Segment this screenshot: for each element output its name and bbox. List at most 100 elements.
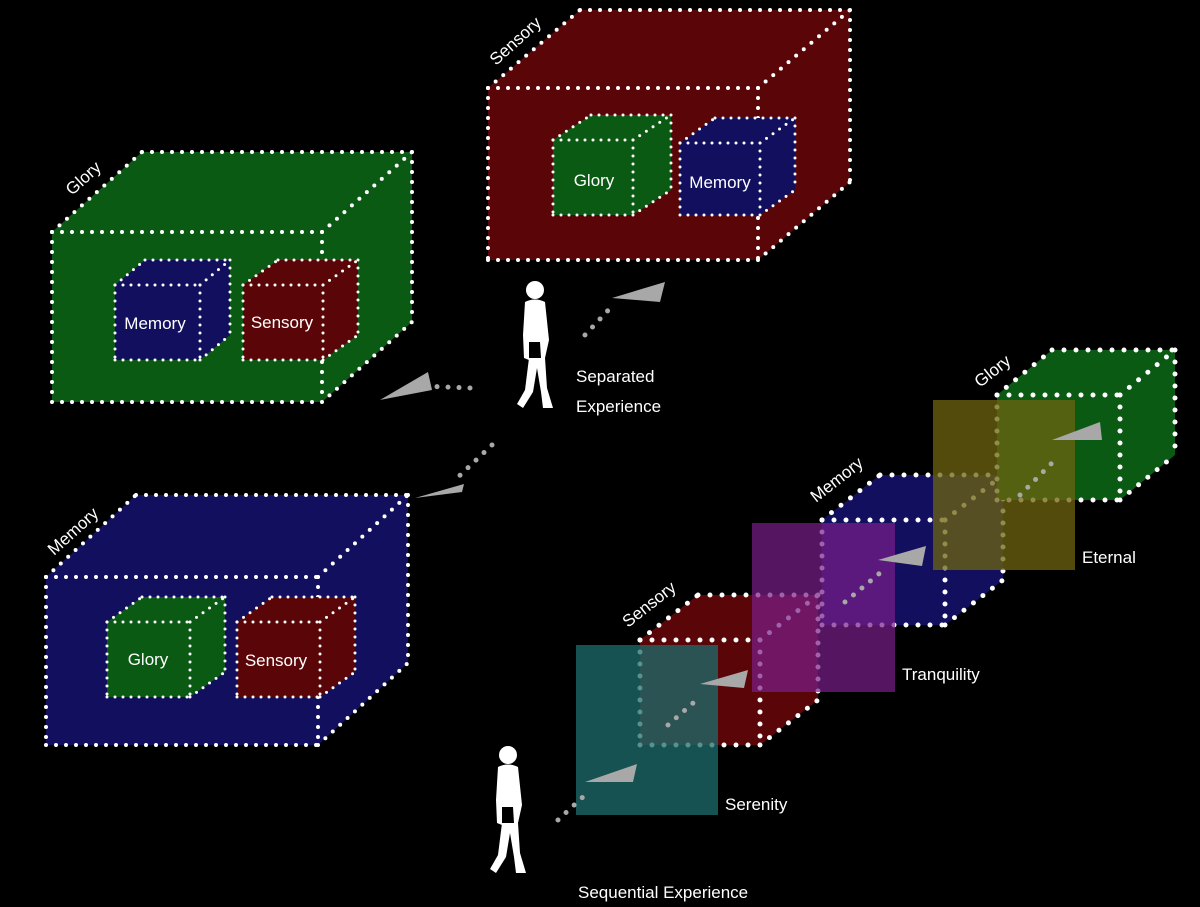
cube-side-face — [200, 260, 230, 360]
inner-cube-sensory — [241, 258, 360, 362]
arrow-head-icon — [380, 372, 432, 400]
dotted-edge — [637, 592, 701, 643]
cube-top-face — [237, 597, 355, 622]
dotted-edge — [631, 188, 673, 217]
cube-top-face — [997, 350, 1175, 395]
dotted-edge — [44, 493, 138, 579]
head — [526, 281, 544, 299]
arrow-head-icon — [612, 282, 665, 302]
cube-side-face — [760, 118, 795, 215]
inner-cube-memory — [113, 258, 232, 362]
dotted-edge — [105, 595, 144, 624]
person-icon — [517, 281, 553, 408]
dotted-edge — [757, 697, 821, 748]
dotted-edge — [188, 595, 227, 624]
cube-front-face — [107, 622, 190, 697]
panel-label-tranquility: Tranquility — [902, 665, 980, 684]
arrow-to-tranquility — [665, 670, 748, 728]
panel-eternal — [933, 400, 1075, 570]
panel-serenity — [576, 645, 718, 815]
arrow-to-sensory — [582, 282, 665, 338]
arrow-head-icon — [878, 546, 926, 566]
inner-cube-glory — [105, 595, 227, 699]
cube-side-face — [1120, 350, 1175, 500]
dotted-edge — [198, 333, 232, 362]
inner-label-memory: Memory — [689, 173, 751, 192]
arrow-head-icon — [700, 670, 748, 688]
dotted-edge — [316, 661, 410, 747]
arrow-dotted-line — [665, 694, 703, 728]
dotted-edge — [113, 258, 147, 287]
dotted-edge — [1117, 452, 1178, 503]
dotted-edge — [756, 8, 852, 90]
cube-label-glory: Glory — [971, 351, 1015, 391]
dotted-edge — [318, 670, 357, 699]
inner-cube-glory — [551, 113, 673, 217]
dotted-edge — [321, 258, 360, 287]
arrow-head-icon — [415, 484, 464, 498]
dotted-edge — [188, 670, 227, 699]
dotted-edge — [321, 333, 360, 362]
inner-label-glory: Glory — [128, 650, 169, 669]
cube-top-face — [107, 597, 225, 622]
caption-sequential: Sequential Experience — [578, 883, 748, 902]
torso — [496, 764, 522, 825]
panel-label-serenity: Serenity — [725, 795, 788, 814]
cube-front-face — [115, 285, 200, 360]
dotted-edge — [316, 493, 410, 579]
arrow-to-glory — [380, 372, 473, 400]
dotted-edge — [819, 472, 883, 523]
panel-label-eternal: Eternal — [1082, 548, 1136, 567]
cube-top-face — [680, 118, 795, 143]
arrow-dotted-line — [842, 570, 883, 605]
dotted-edge — [320, 320, 414, 404]
panel-tranquility — [752, 523, 895, 692]
dotted-edge — [486, 8, 582, 90]
dotted-edge — [551, 113, 593, 142]
dotted-edge — [758, 188, 797, 217]
arrow-to-memory — [415, 442, 495, 498]
dotted-edge — [198, 258, 232, 287]
dotted-edge — [241, 258, 280, 287]
inner-label-memory: Memory — [124, 314, 186, 333]
dotted-edge — [994, 347, 1055, 398]
cube-side-face — [323, 260, 358, 360]
cube-top-face — [243, 260, 358, 285]
arrow-head-icon — [585, 764, 637, 782]
cube-front-face — [553, 140, 633, 215]
cube-top-face — [46, 495, 408, 577]
arrow-head-icon — [1052, 422, 1102, 440]
cube-side-face — [320, 597, 355, 697]
cube-side-face — [633, 115, 671, 215]
cube-front-face — [243, 285, 323, 360]
dotted-edge — [235, 595, 274, 624]
dotted-edge — [318, 595, 357, 624]
torso — [523, 299, 549, 360]
dotted-edge — [942, 577, 1006, 628]
cube-side-face — [190, 597, 225, 697]
inner-cube-sensory — [235, 595, 357, 699]
cube-front-face — [680, 143, 760, 215]
caption-experience: Experience — [576, 397, 661, 416]
head — [499, 746, 517, 764]
inner-cube-memory — [678, 116, 797, 217]
dotted-edge — [50, 150, 144, 234]
arrow-dotted-line — [555, 792, 588, 823]
legs — [490, 823, 526, 873]
inner-label-sensory: Sensory — [251, 313, 314, 332]
dotted-edge — [756, 180, 852, 262]
dotted-edge — [1117, 347, 1178, 398]
dotted-edge — [758, 116, 797, 145]
arrow-dotted-line — [452, 442, 495, 483]
cube-top-face — [52, 152, 412, 232]
inner-label-sensory: Sensory — [245, 651, 308, 670]
cube-top-face — [115, 260, 230, 285]
legs — [517, 358, 553, 408]
dotted-edge — [631, 113, 673, 142]
cube-top-face — [553, 115, 671, 140]
dotted-edge — [678, 116, 717, 145]
arrow-dotted-line — [582, 300, 618, 338]
arrow-to-serenity — [555, 764, 637, 823]
inner-label-glory: Glory — [574, 171, 615, 190]
cube-top-face — [488, 10, 850, 88]
